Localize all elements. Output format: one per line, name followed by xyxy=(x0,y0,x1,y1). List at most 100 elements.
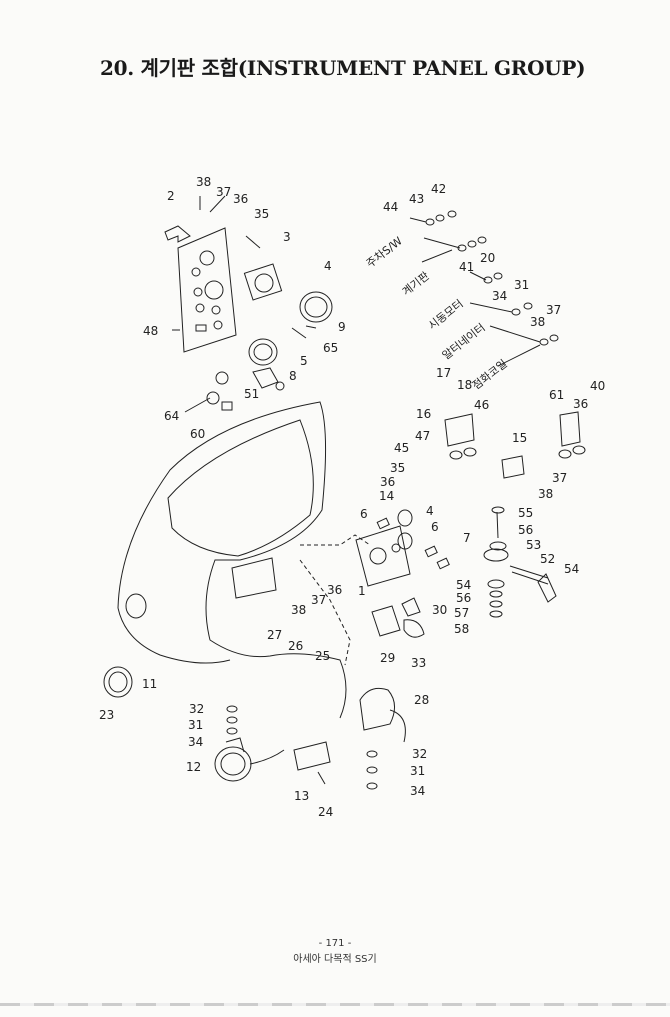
scan-edge xyxy=(0,1003,670,1006)
part-number: 52 xyxy=(540,552,555,566)
part-number: 7 xyxy=(463,531,471,545)
label-instrument-panel: 계기판 xyxy=(400,269,432,298)
part-number: 51 xyxy=(244,387,259,401)
part-number: 61 xyxy=(549,388,564,402)
part-number: 37 xyxy=(216,185,231,199)
publisher-footer: 아세아 다목적 SS기 xyxy=(293,954,377,965)
part-number: 38 xyxy=(196,175,211,189)
part-number: 27 xyxy=(267,628,282,642)
part-number: 31 xyxy=(514,278,529,292)
svg-text:56: 56 xyxy=(456,591,471,605)
part-number: 29 xyxy=(380,651,395,665)
part-number: 35 xyxy=(254,207,269,221)
part-number: 44 xyxy=(383,200,398,214)
svg-text:36: 36 xyxy=(380,475,395,489)
key-switch-8 xyxy=(252,367,279,389)
bracket-61 xyxy=(559,411,581,447)
part-number: 15 xyxy=(512,431,527,445)
part-number: 25 xyxy=(315,649,330,663)
part-number: 33 xyxy=(411,656,426,670)
part-number: 5 xyxy=(300,354,308,368)
svg-text:38: 38 xyxy=(538,487,553,501)
part-number: 65 xyxy=(323,341,338,355)
svg-text:54: 54 xyxy=(456,578,471,592)
svg-text:37: 37 xyxy=(546,303,561,317)
label-parking-switch: 주차S/W xyxy=(364,234,405,270)
part-number: 48 xyxy=(143,324,158,338)
svg-text:34: 34 xyxy=(410,784,425,798)
part-number: 54 xyxy=(564,562,579,576)
bracket-2 xyxy=(164,225,191,243)
svg-text:4: 4 xyxy=(426,504,434,518)
part-number: 57 xyxy=(454,606,469,620)
svg-text:32: 32 xyxy=(412,747,427,761)
part-number: 30 xyxy=(432,603,447,617)
part-number: 45 xyxy=(394,441,409,455)
part-number: 34 xyxy=(492,289,507,303)
svg-text:34: 34 xyxy=(188,735,203,749)
page-title: 20. 계기판 조합(INSTRUMENT PANEL GROUP) xyxy=(100,56,586,80)
part-number: 14 xyxy=(379,489,394,503)
horn-23 xyxy=(103,666,133,698)
part-number: 64 xyxy=(164,409,179,423)
svg-text:36: 36 xyxy=(573,397,588,411)
part-number: 8 xyxy=(289,369,297,383)
label-ignition-coil: 점화코일 xyxy=(469,356,510,392)
svg-text:36: 36 xyxy=(327,583,342,597)
part-number: 6 xyxy=(360,507,368,521)
page-number: - 171 - xyxy=(318,938,352,949)
part-number: 12 xyxy=(186,760,201,774)
part-number: 18 xyxy=(457,378,472,392)
svg-text:31: 31 xyxy=(410,764,425,778)
svg-text:37: 37 xyxy=(311,593,326,607)
label-alternator: 알터네이터 xyxy=(439,320,488,362)
part-number: 2 xyxy=(167,189,175,203)
part-number: 41 xyxy=(459,260,474,274)
part-number: 26 xyxy=(288,639,303,653)
svg-text:6: 6 xyxy=(431,520,439,534)
lamp-28 xyxy=(359,687,395,731)
part-number: 40 xyxy=(590,379,605,393)
part-number: 9 xyxy=(338,320,346,334)
motor-29 xyxy=(371,605,401,637)
svg-text:38: 38 xyxy=(530,315,545,329)
part-number: 56 xyxy=(518,523,533,537)
gauge-5 xyxy=(248,338,278,366)
part-number: 11 xyxy=(142,677,157,691)
part-number: 43 xyxy=(409,192,424,206)
part-number: 17 xyxy=(436,366,451,380)
gauge-3 xyxy=(243,263,283,301)
svg-text:31: 31 xyxy=(188,718,203,732)
part-number: 55 xyxy=(518,506,533,520)
lamp-13 xyxy=(293,741,331,771)
svg-text:35: 35 xyxy=(390,461,405,475)
part-number: 36 xyxy=(233,192,248,206)
part-number: 42 xyxy=(431,182,446,196)
bracket-16 xyxy=(444,413,475,447)
gauge-4 xyxy=(299,291,333,323)
part-number: 47 xyxy=(415,429,430,443)
part-number: 20 xyxy=(480,251,495,265)
part-number: 46 xyxy=(474,398,489,412)
svg-text:38: 38 xyxy=(291,603,306,617)
plate-1 xyxy=(355,525,411,587)
svg-text:37: 37 xyxy=(552,471,567,485)
relay-15 xyxy=(501,455,525,479)
part-number: 53 xyxy=(526,538,541,552)
part-number: 16 xyxy=(416,407,431,421)
lamp-12 xyxy=(214,746,252,782)
part-number: 32 xyxy=(189,702,204,716)
label-starter-motor: 시동모터 xyxy=(426,297,466,332)
part-number: 28 xyxy=(414,693,429,707)
part-number: 60 xyxy=(190,427,205,441)
part-number: 3 xyxy=(283,230,291,244)
part-number: 24 xyxy=(318,805,333,819)
panel-plate-48 xyxy=(177,227,237,353)
part-number: 58 xyxy=(454,622,469,636)
part-number: 4 xyxy=(324,259,332,273)
part-number: 1 xyxy=(358,584,366,598)
part-number: 23 xyxy=(99,708,114,722)
part-number: 13 xyxy=(294,789,309,803)
